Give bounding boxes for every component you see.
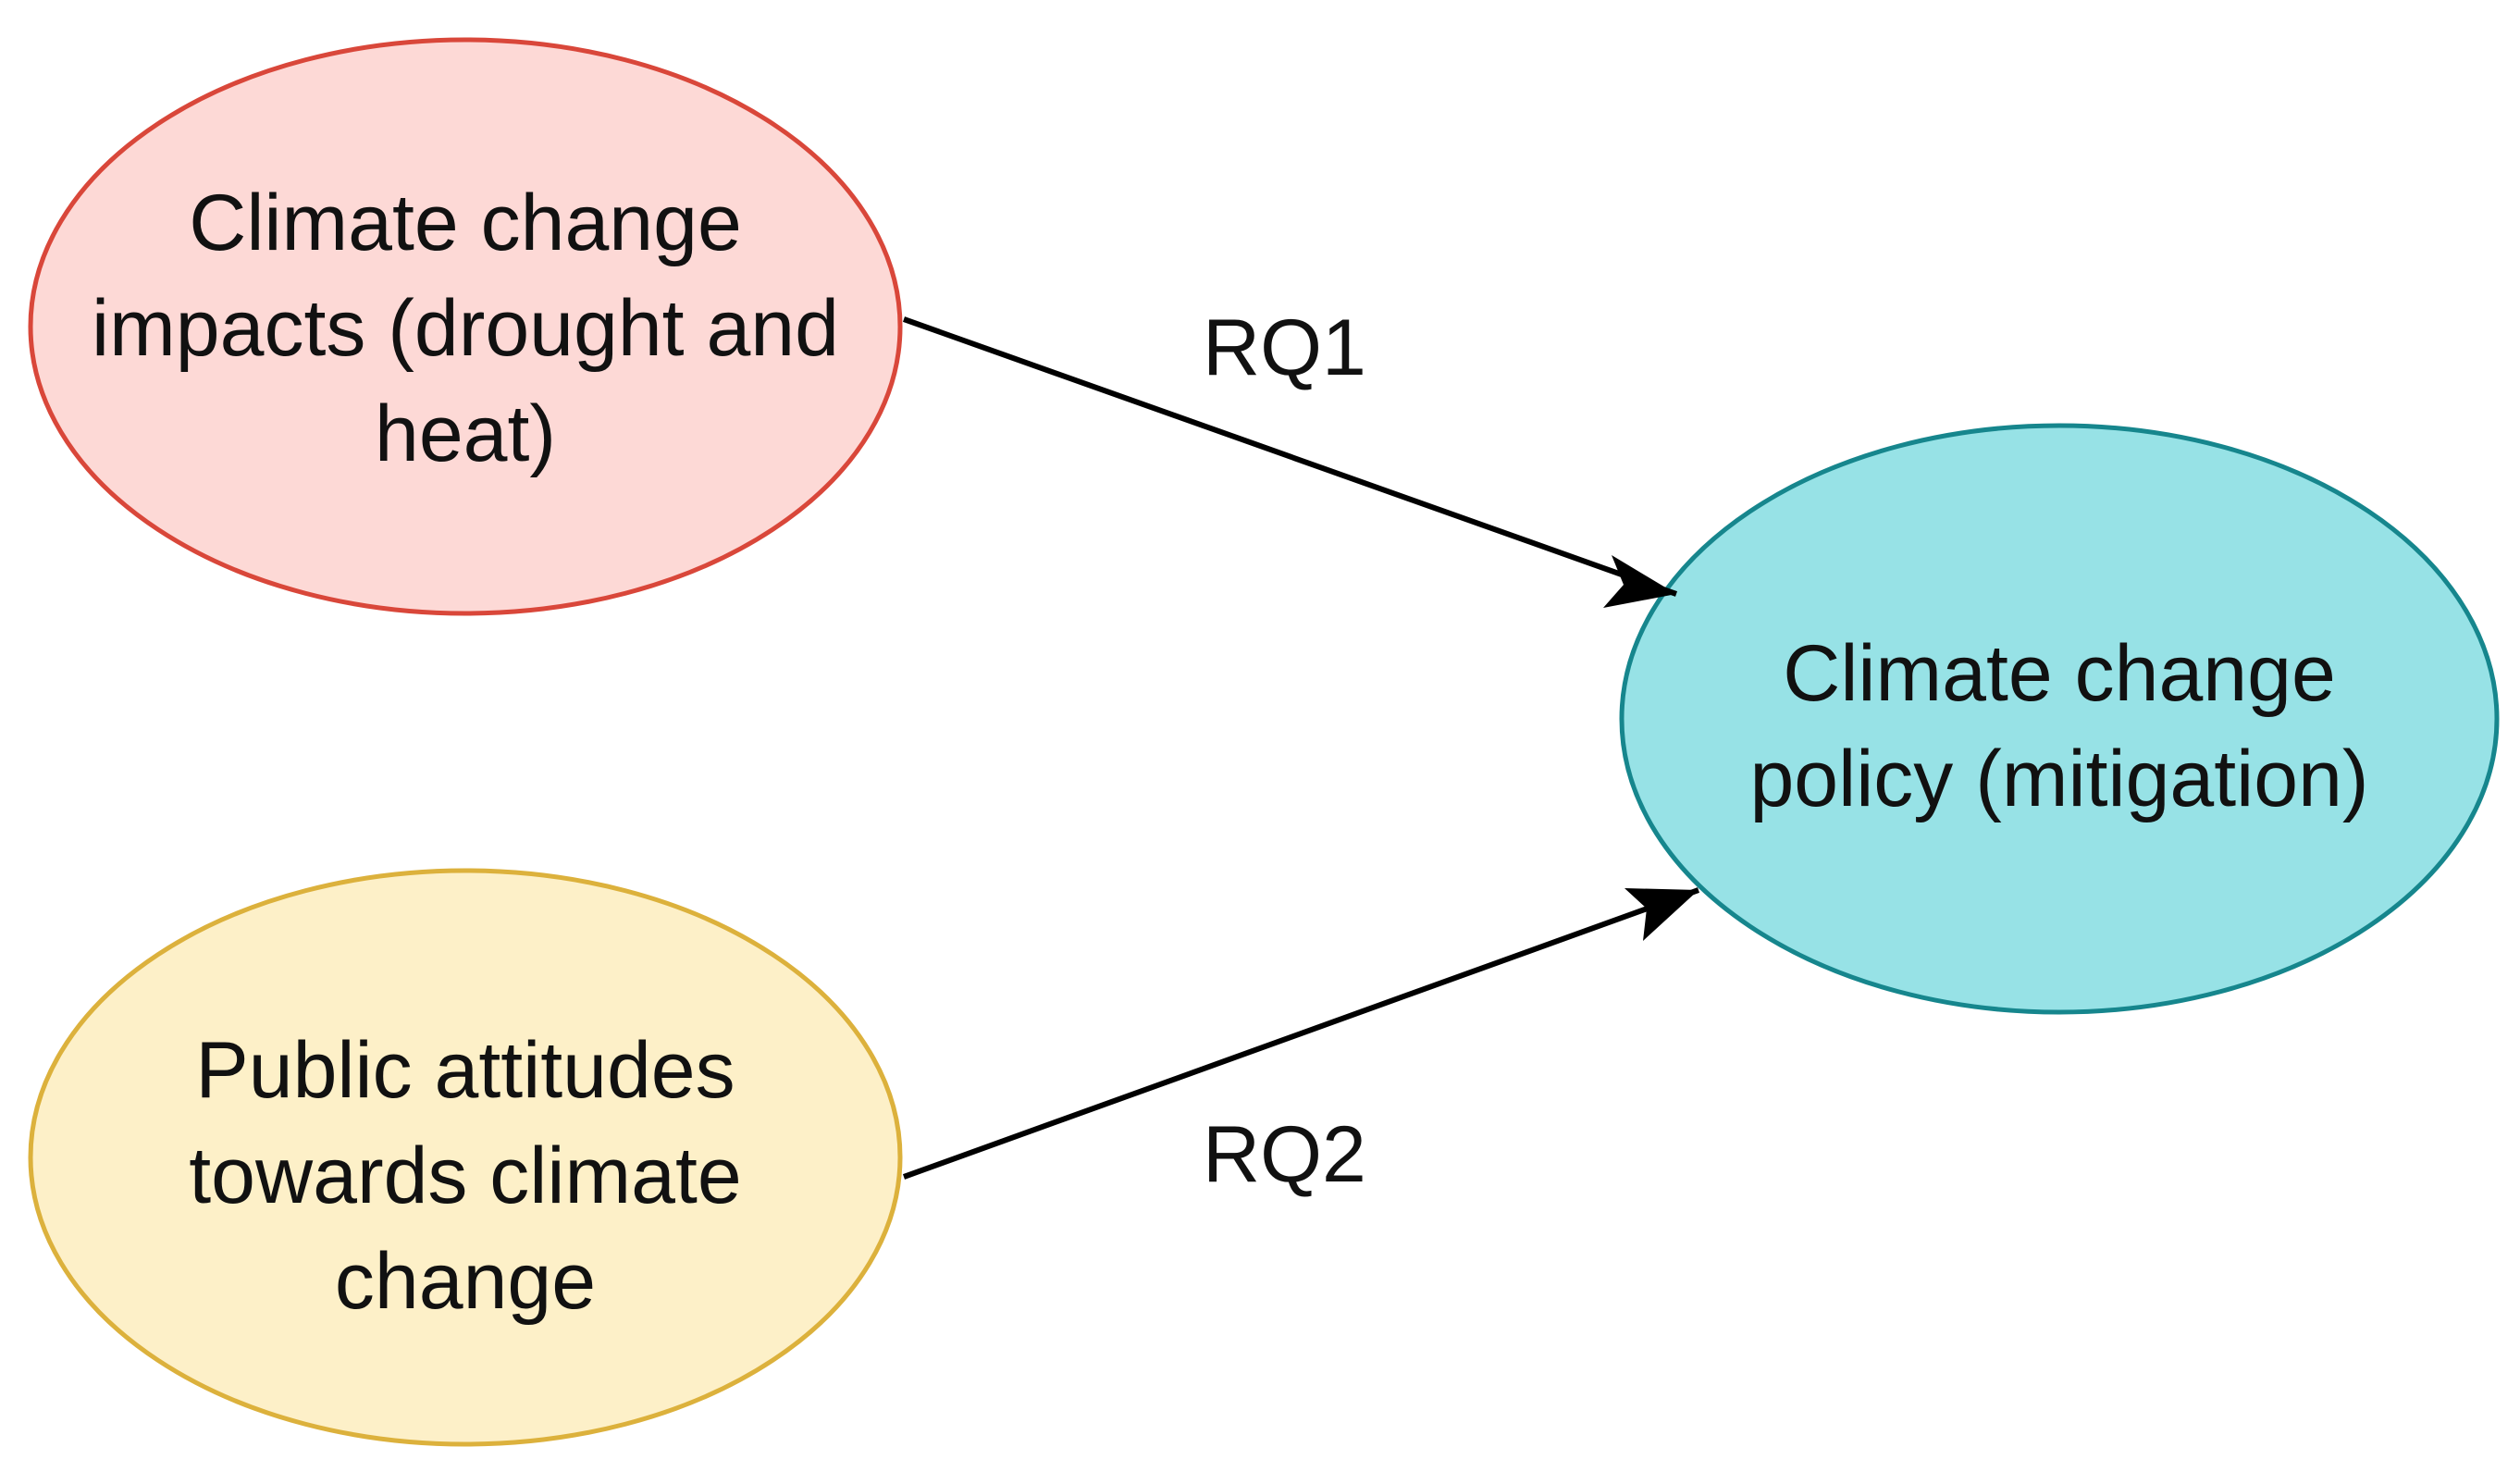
rq2-label: RQ2 [1203, 1110, 1366, 1199]
rq1-label: RQ1 [1203, 303, 1366, 392]
attitudes-label-line-3: change [334, 1237, 597, 1326]
rq2-arrowhead [1624, 888, 1699, 941]
policy-label-line-2: policy (mitigation) [1749, 735, 2369, 823]
attitudes-node-shape [28, 868, 903, 1447]
policy-label-line-1: Climate change [1783, 629, 2336, 718]
impacts-node-shape [28, 37, 903, 616]
rq1-arrow [902, 316, 1678, 597]
impacts-node-label: Climate change impacts (drought and heat… [37, 157, 894, 500]
attitudes-label-line-2: towards climate [189, 1132, 742, 1220]
rq1-arrowhead [1603, 555, 1676, 608]
attitudes-node-label: Public attitudes towards climate change [37, 1005, 894, 1347]
rq2-arrow [902, 887, 1700, 1180]
impacts-label-line-2: impacts (drought and [92, 284, 839, 373]
impacts-label-line-3: heat) [374, 390, 557, 478]
impacts-label-line-1: Climate change [189, 179, 742, 267]
attitudes-label-line-1: Public attitudes [195, 1026, 735, 1115]
policy-node-label: Climate change policy (mitigation) [1628, 615, 2490, 837]
policy-node-shape [1619, 423, 2500, 1015]
